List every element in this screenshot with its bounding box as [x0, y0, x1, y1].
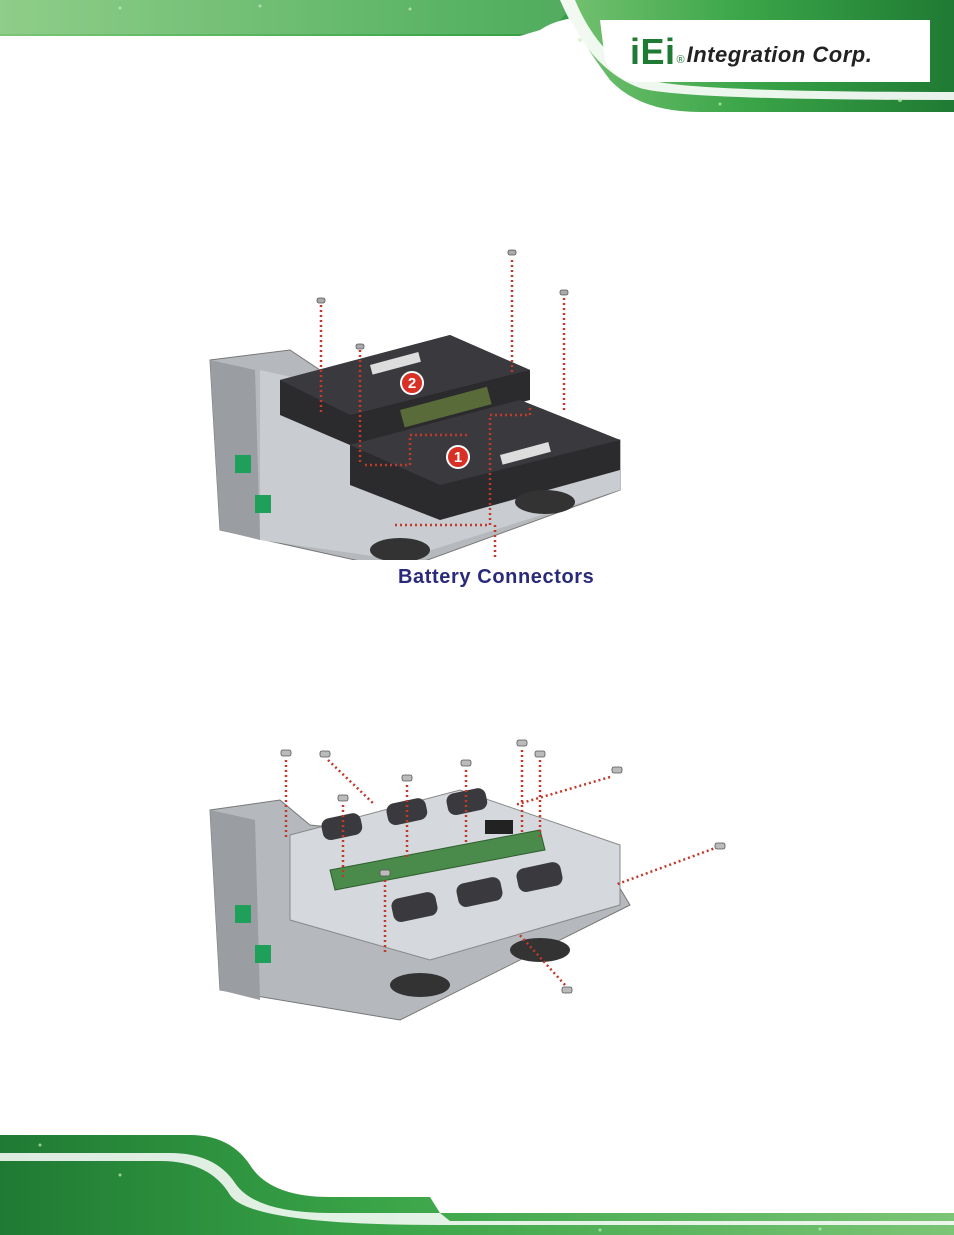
- footer-banner: [0, 1135, 954, 1235]
- battery-tray-figure: [200, 735, 740, 1045]
- marker-1: 1: [447, 446, 469, 468]
- company-logo: iEi ® Integration Corp.: [630, 28, 872, 72]
- battery-install-figure: 2 1: [200, 240, 640, 560]
- company-name: Integration Corp.: [687, 40, 873, 70]
- battery-connectors-callout: Battery Connectors: [398, 566, 594, 589]
- svg-text:2: 2: [408, 375, 416, 392]
- logo-registered: ®: [677, 54, 685, 66]
- marker-2: 2: [401, 372, 423, 394]
- logo-mark: iEi: [630, 32, 676, 72]
- svg-text:1: 1: [454, 449, 462, 466]
